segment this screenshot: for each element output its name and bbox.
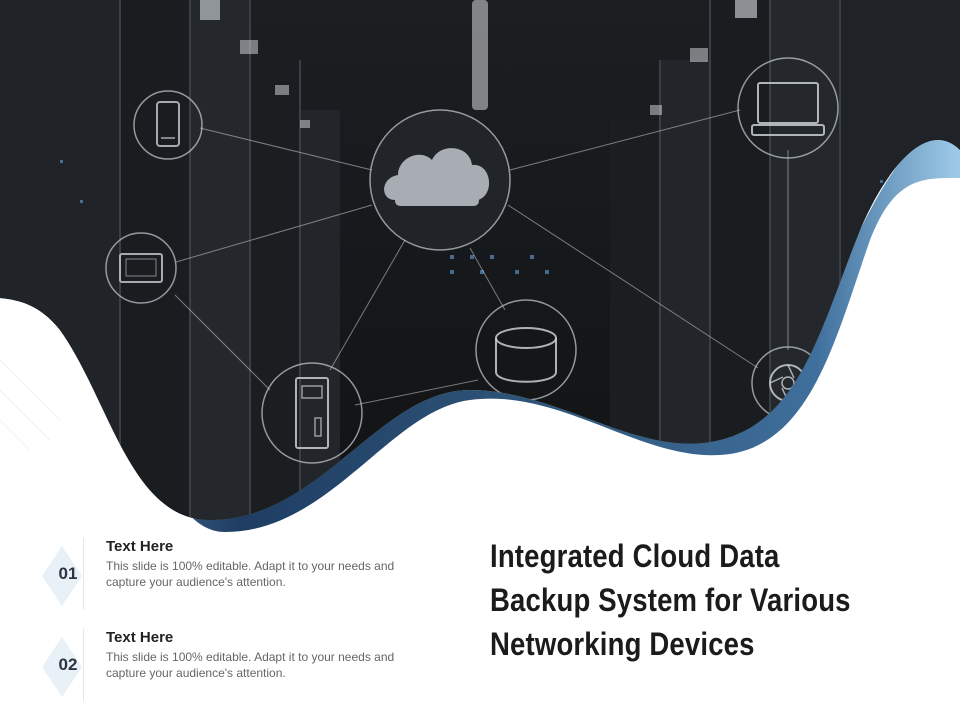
item-title: Text Here <box>106 629 174 646</box>
slide-title: Integrated Cloud Data Backup System for … <box>490 538 851 662</box>
background-texture <box>0 359 61 451</box>
cloud-icon <box>369 109 511 251</box>
divider <box>83 538 84 610</box>
number-diamond <box>42 546 82 606</box>
item-title: Text Here <box>106 538 174 555</box>
number-diamond <box>42 637 82 697</box>
divider <box>83 629 84 701</box>
item-number: 02 <box>58 655 78 674</box>
server-tower-icon <box>261 362 363 464</box>
item-body: This slide is 100% editable. Adapt it to… <box>106 650 395 680</box>
item-number: 01 <box>58 564 78 583</box>
server-racks-left <box>0 0 340 520</box>
list-item: 02 Text Here This slide is 100% editable… <box>40 629 440 709</box>
list-item: 01 Text Here This slide is 100% editable… <box>40 538 440 618</box>
network-lines <box>174 109 789 406</box>
smartphone-icon <box>133 90 203 160</box>
monitor-icon <box>105 232 177 304</box>
item-body: This slide is 100% editable. Adapt it to… <box>106 559 395 589</box>
laptop-icon <box>737 57 839 159</box>
